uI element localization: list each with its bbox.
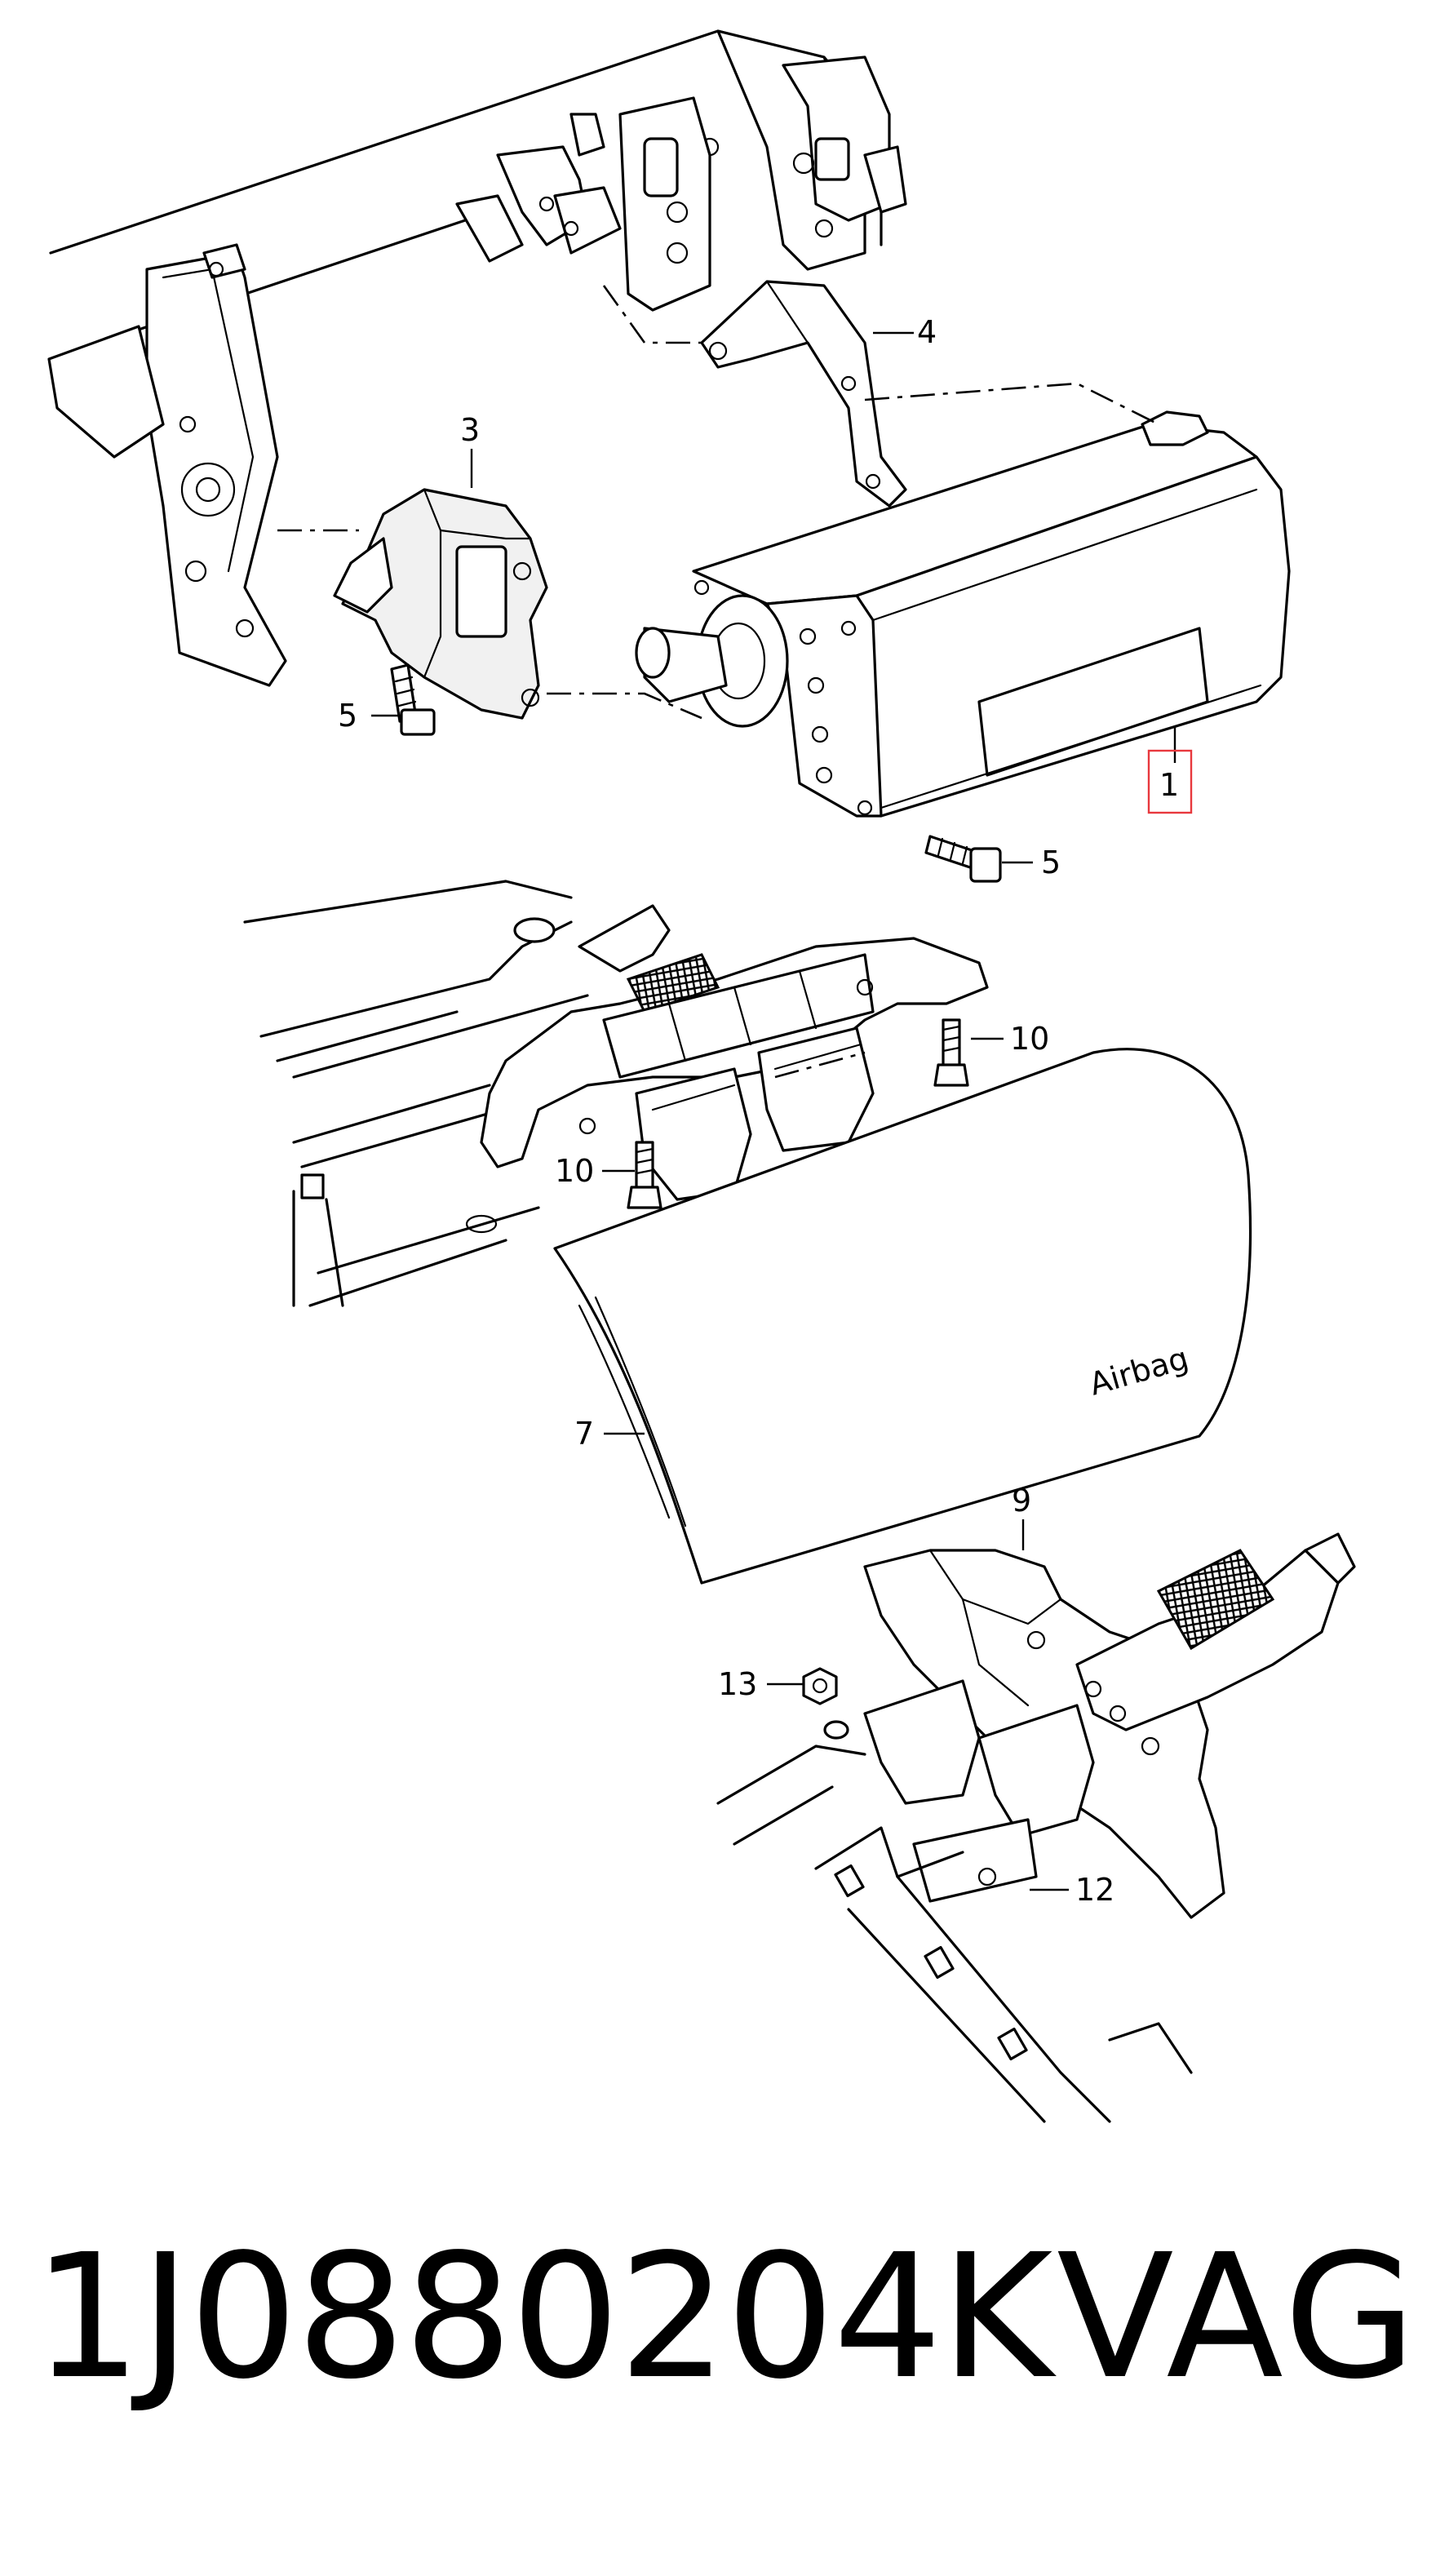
callout-12: 12: [1075, 1872, 1114, 1908]
part-footer: 1J0880204K VAG: [33, 2232, 1420, 2476]
screw-5b: [924, 835, 1002, 883]
bracket-3: [333, 488, 548, 720]
callout-7: 7: [574, 1416, 594, 1452]
highlight-box-1: [1147, 749, 1193, 814]
exploded-parts-diagram: Airbag: [47, 29, 1356, 2123]
retaining-straps-lower: [863, 1679, 1095, 1903]
dashboard-crossmember: [47, 29, 907, 687]
airbag-cover-7: Airbag: [553, 1048, 1252, 1585]
airbag-module-1: [635, 410, 1291, 818]
support-bracket-upper: [480, 904, 989, 1168]
leader-lines: [371, 331, 1176, 1891]
bracket-4: [602, 280, 907, 508]
callout-9: 9: [1012, 1483, 1031, 1519]
callout-3: 3: [460, 412, 480, 448]
nut-13: [802, 1667, 849, 1740]
part-number: 1J0880204K: [33, 2217, 1053, 2417]
screw-5a: [390, 663, 436, 736]
callout-10-left: 10: [555, 1153, 594, 1189]
callout-5-left: 5: [338, 698, 357, 734]
screw-10a: [933, 1018, 969, 1087]
instrument-panel-carrier-lower: [716, 1745, 1193, 2123]
screw-10b: [627, 1141, 662, 1209]
callout-1: 1: [1159, 767, 1179, 803]
callout-5-right: 5: [1041, 845, 1061, 880]
brand-name: VAG: [1057, 2217, 1420, 2417]
callout-13: 13: [718, 1666, 757, 1702]
callout-4: 4: [917, 314, 937, 350]
instrument-panel-carrier: [243, 880, 589, 1307]
callout-10-right: 10: [1010, 1021, 1049, 1057]
